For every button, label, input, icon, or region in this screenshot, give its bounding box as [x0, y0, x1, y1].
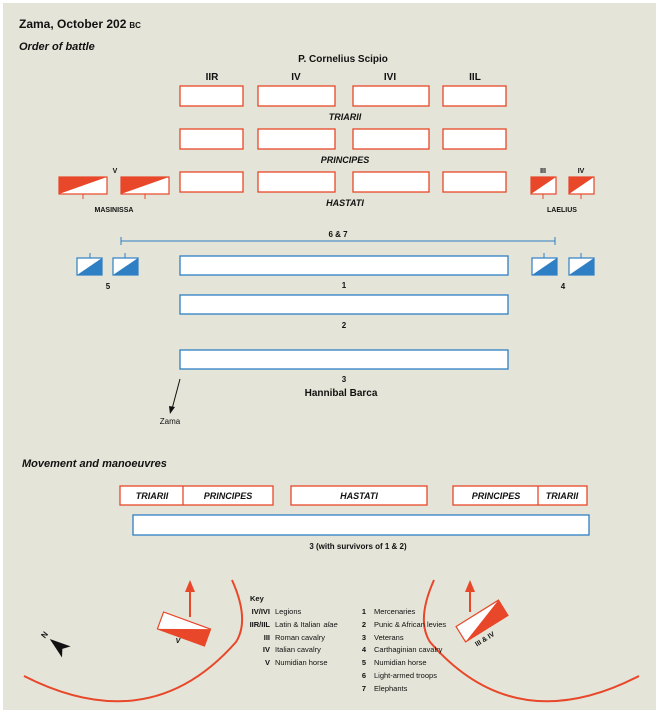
principes-unit	[257, 128, 336, 150]
movement-principes-left: PRINCIPES	[204, 491, 253, 501]
key-symbol: IIR/IIL	[250, 620, 271, 629]
north-arrow-icon: N	[39, 630, 71, 658]
key-number: 2	[362, 620, 366, 629]
carthaginian-commander: Hannibal Barca	[305, 388, 378, 399]
key-symbol: III	[264, 633, 270, 642]
cavalry-arcs	[23, 579, 640, 703]
line-2-label: 2	[342, 321, 347, 330]
principes-unit	[352, 128, 430, 150]
unit-header-ivi: IVI	[384, 72, 396, 83]
unit-header-iv: IV	[291, 72, 301, 83]
right-cavalry-arrow	[465, 580, 475, 612]
right-wing-block	[452, 485, 588, 506]
key-description: Elephants	[374, 684, 408, 693]
key-description: Mercenaries	[374, 607, 416, 616]
centre-block	[290, 485, 428, 506]
movement-hastati: HASTATI	[340, 491, 378, 501]
masinissa-cavalry	[58, 176, 170, 199]
key-description: Carthaginian cavalry	[374, 645, 443, 654]
principes-label: PRINCIPES	[321, 155, 370, 165]
carthaginian-cavalry-left	[76, 253, 139, 276]
left-wing-block	[119, 485, 274, 506]
line-3-label: 3	[342, 375, 347, 384]
triarii-unit	[442, 85, 507, 107]
roman-commander: P. Cornelius Scipio	[298, 54, 388, 65]
movement-masinissa-label: V	[176, 638, 182, 645]
zama-label: Zama	[160, 417, 181, 426]
carthaginian-cavalry-right-label: 4	[561, 282, 566, 291]
triarii-label: TRIARII	[329, 112, 362, 122]
key-symbol: IV	[263, 645, 270, 654]
triarii-unit	[352, 85, 430, 107]
laelius-cavalry	[530, 176, 595, 199]
unit-header-iil: IIL	[469, 72, 481, 83]
key-number: 5	[362, 658, 366, 667]
movement-triarii-right: TRIARII	[546, 491, 579, 501]
masinissa-unit-label: V	[113, 168, 118, 175]
section-title-order-of-battle: Order of battle	[19, 41, 95, 53]
key-title: Key	[250, 594, 265, 603]
key-number: 1	[362, 607, 366, 616]
movement-laelius-unit	[455, 599, 509, 643]
carthaginian-cavalry-right	[531, 253, 595, 276]
legend-key: Key IV/IVI Legions IIR/IIL Latin & Itali…	[250, 594, 447, 693]
section-title-movement: Movement and manoeuvres	[22, 458, 167, 470]
masinissa-label: MASINISSA	[95, 207, 134, 214]
key-description: Veterans	[374, 633, 404, 642]
hastati-unit	[442, 171, 507, 193]
triarii-line	[179, 85, 507, 107]
movement-carthaginian-line	[132, 514, 590, 536]
principes-unit	[442, 128, 507, 150]
left-cavalry-arrow	[185, 580, 195, 617]
elephants-label: 6 & 7	[328, 230, 348, 239]
key-description: Italian cavalry	[275, 645, 321, 654]
movement-carthaginian-label: 3 (with survivors of 1 & 2)	[309, 542, 407, 551]
carthaginian-line-2	[179, 294, 509, 315]
principes-line	[179, 128, 507, 150]
hastati-unit	[257, 171, 336, 193]
carthaginian-line-1	[179, 255, 509, 276]
movement-roman-line	[119, 485, 588, 506]
laelius-unit-label-iii: III	[540, 168, 546, 175]
carthaginian-cavalry-left-label: 5	[106, 282, 111, 291]
hastati-line	[179, 171, 507, 193]
hastati-unit	[179, 171, 244, 193]
key-number: 6	[362, 671, 366, 680]
laelius-unit-label-iv: IV	[578, 168, 585, 175]
triarii-unit	[179, 85, 244, 107]
zama-direction-arrow	[169, 378, 181, 414]
unit-header-iir: IIR	[206, 72, 220, 83]
key-description: Legions	[275, 607, 302, 616]
elephant-screen	[120, 237, 556, 245]
key-number: 7	[362, 684, 366, 693]
key-symbol: V	[265, 658, 270, 667]
key-description: Numidian horse	[275, 658, 328, 667]
key-symbol: IV/IVI	[252, 607, 270, 616]
key-description: Numidian horse	[374, 658, 427, 667]
key-number: 4	[362, 645, 367, 654]
hastati-unit	[352, 171, 430, 193]
svg-text:N: N	[39, 630, 50, 640]
laelius-label: LAELIUS	[547, 207, 577, 214]
triarii-unit	[257, 85, 336, 107]
key-description: Light-armed troops	[374, 671, 437, 680]
movement-triarii-left: TRIARII	[136, 491, 169, 501]
principes-unit	[179, 128, 244, 150]
hastati-label: HASTATI	[326, 198, 364, 208]
carthaginian-line-3	[179, 349, 509, 370]
key-description: Punic & African levies	[374, 620, 446, 629]
key-number: 3	[362, 633, 366, 642]
line-1-label: 1	[342, 281, 347, 290]
key-description: Roman cavalry	[275, 633, 325, 642]
movement-principes-right: PRINCIPES	[472, 491, 521, 501]
movement-masinissa-unit	[156, 611, 212, 647]
